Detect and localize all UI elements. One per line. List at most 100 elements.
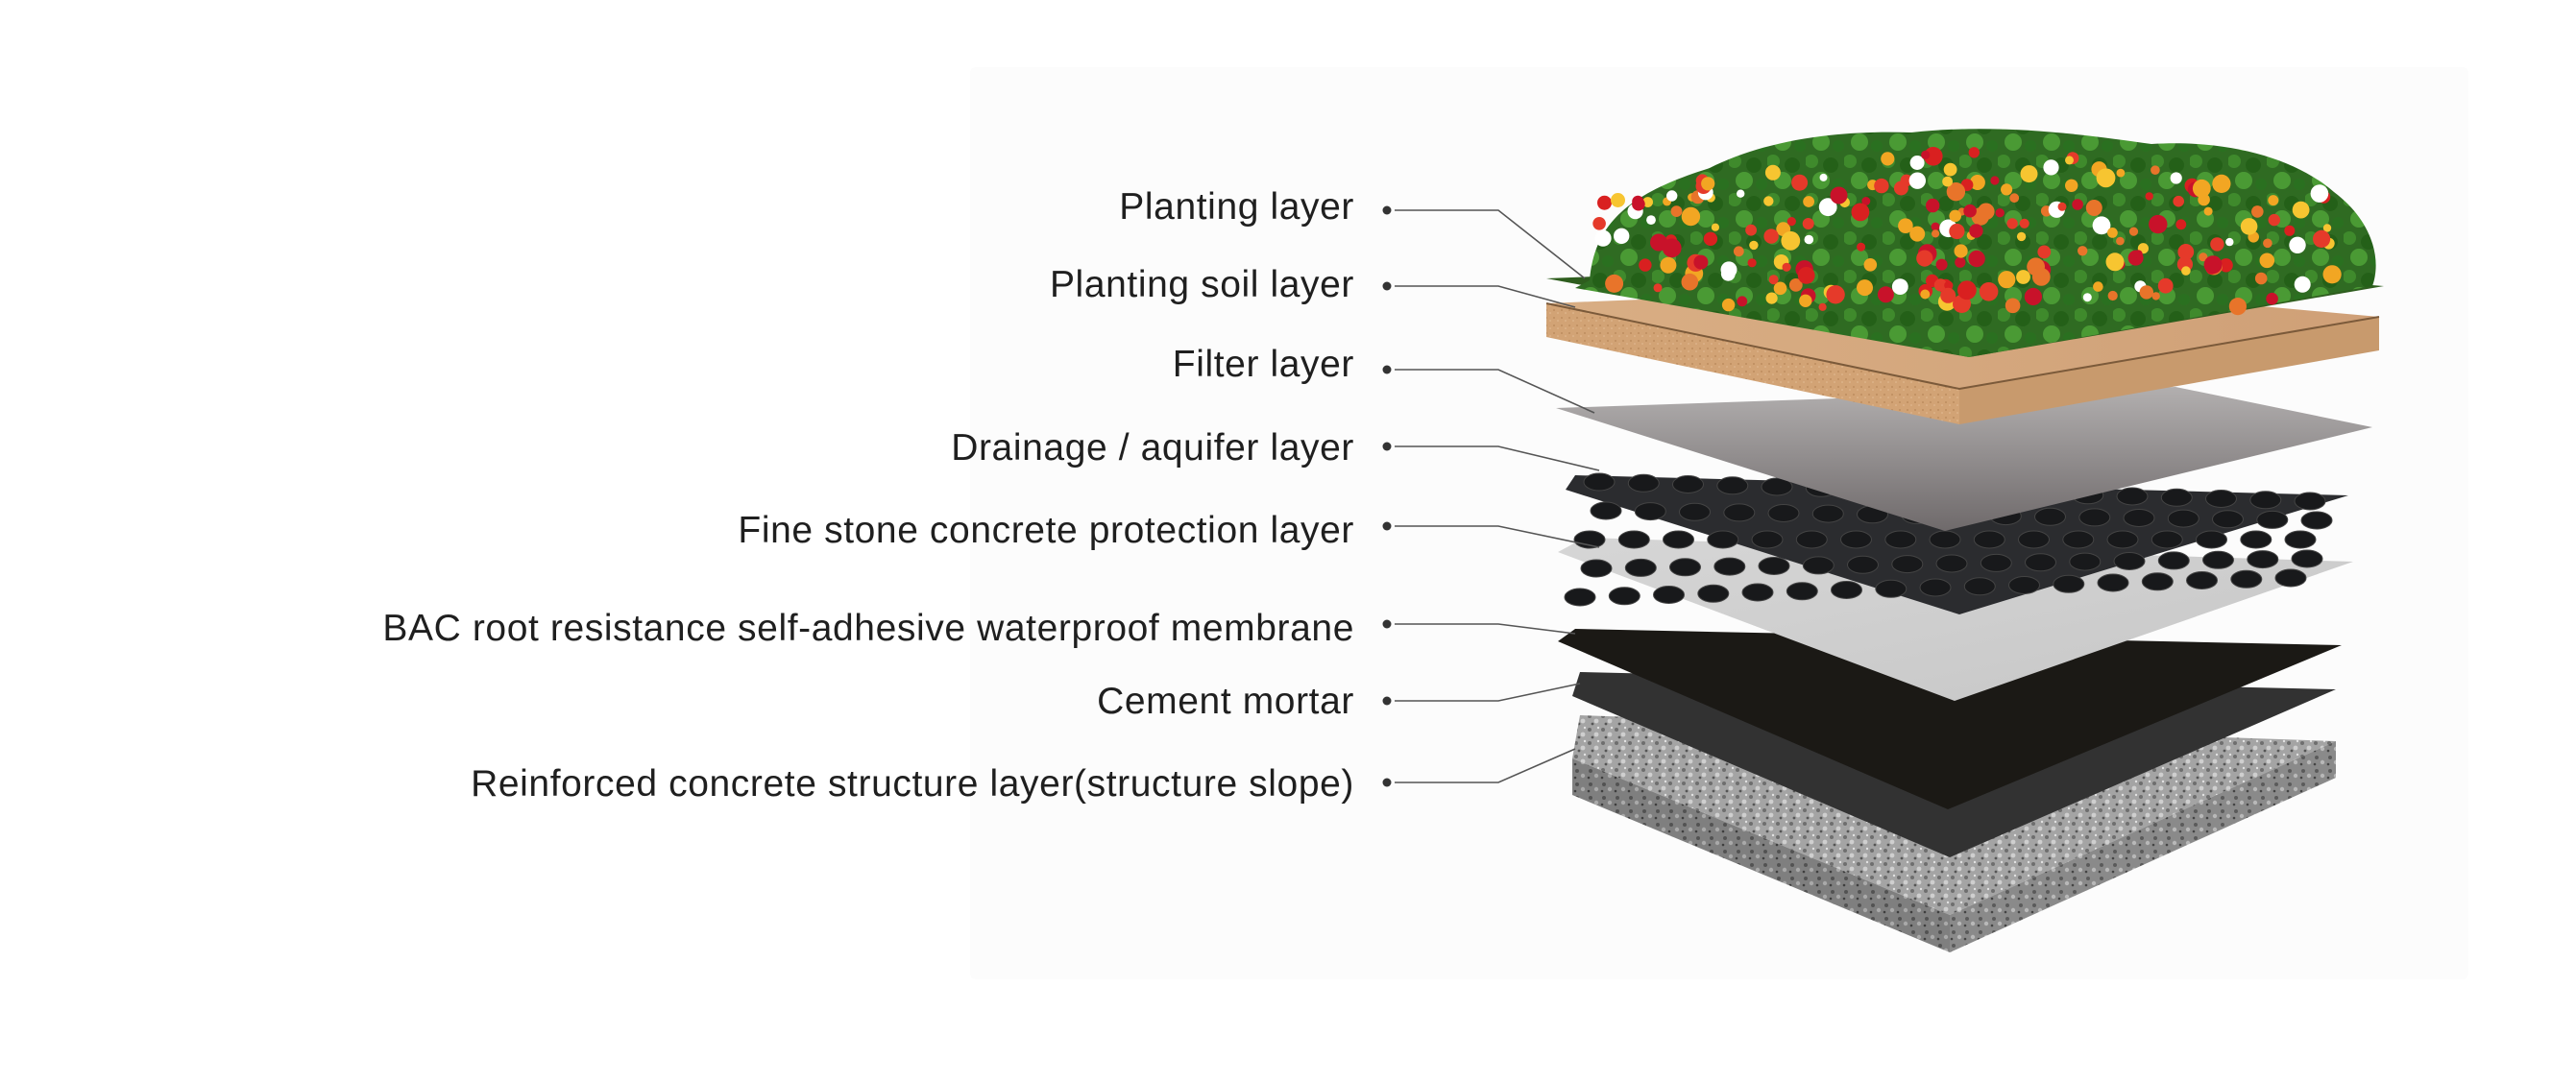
flower bbox=[2175, 219, 2187, 230]
flower bbox=[1877, 286, 1894, 303]
drainage-dimple bbox=[2097, 573, 2129, 592]
drainage-dimple bbox=[1653, 586, 1685, 604]
flower bbox=[1660, 256, 1677, 274]
flower bbox=[1857, 242, 1866, 252]
flower bbox=[2322, 224, 2332, 232]
flower bbox=[2228, 298, 2247, 316]
flower bbox=[2219, 258, 2233, 273]
leader-dot-structure bbox=[1382, 778, 1392, 787]
flower bbox=[1909, 227, 1921, 238]
leader-line-mortar bbox=[1395, 683, 1581, 702]
leader-dot-soil bbox=[1382, 281, 1392, 291]
drainage-dimple bbox=[2205, 490, 2237, 508]
flower bbox=[2313, 229, 2331, 248]
flower bbox=[2093, 281, 2103, 292]
flower bbox=[1931, 222, 1940, 231]
drainage-dimple bbox=[1679, 502, 1711, 521]
label-planting-layer: Planting layer bbox=[1119, 186, 1354, 228]
flower bbox=[1642, 197, 1653, 207]
flower bbox=[2310, 184, 2329, 203]
drainage-dimple bbox=[1935, 554, 1968, 573]
flower bbox=[2096, 168, 2116, 188]
flower bbox=[1949, 223, 1965, 240]
drainage-dimple bbox=[2018, 530, 2050, 549]
flower bbox=[2107, 290, 2118, 301]
drainage-dimple bbox=[2249, 491, 2282, 510]
drainage-dimple bbox=[2069, 552, 2102, 571]
flower bbox=[1963, 204, 1977, 218]
flower bbox=[1851, 203, 1870, 222]
flower bbox=[2116, 168, 2126, 178]
flower bbox=[2149, 214, 2168, 234]
flower bbox=[1786, 217, 1796, 227]
flower bbox=[1666, 190, 1678, 202]
leader-dot-membrane bbox=[1382, 619, 1392, 629]
drainage-dimple bbox=[1590, 501, 1622, 520]
drainage-dimple bbox=[2274, 568, 2307, 588]
flower bbox=[2225, 237, 2234, 247]
drainage-dimple bbox=[1707, 530, 1739, 549]
planting-layer-vegetation bbox=[1546, 129, 2384, 357]
label-filter-layer: Filter layer bbox=[1172, 344, 1354, 385]
flower bbox=[1662, 238, 1682, 258]
drainage-dimple bbox=[1634, 502, 1666, 521]
flower bbox=[2006, 218, 2018, 229]
drainage-dimple bbox=[1723, 503, 1756, 522]
drainage-dimple bbox=[1840, 530, 1872, 549]
leader-dot-drainage bbox=[1382, 442, 1392, 451]
flower bbox=[1924, 147, 1943, 166]
drainage-dimple bbox=[1919, 578, 1952, 597]
label-concrete-structure-layer: Reinforced concrete structure layer(stru… bbox=[471, 763, 1354, 805]
flower bbox=[1943, 162, 1957, 177]
flower bbox=[1721, 298, 1736, 312]
drainage-dimple bbox=[1580, 559, 1613, 578]
flower bbox=[2240, 218, 2258, 235]
flower bbox=[1791, 174, 1809, 191]
label-cement-mortar: Cement mortar bbox=[1097, 681, 1354, 722]
flower bbox=[2259, 252, 2275, 269]
flower bbox=[1763, 196, 1774, 206]
label-planting-soil-layer: Planting soil layer bbox=[1049, 264, 1354, 305]
leader-line-soil bbox=[1395, 285, 1576, 308]
drainage-dimple bbox=[1795, 530, 1828, 549]
flower bbox=[1954, 244, 1968, 258]
flower bbox=[1861, 197, 1871, 205]
flower bbox=[1733, 246, 1744, 257]
flower bbox=[2199, 252, 2208, 262]
flower bbox=[1745, 224, 1757, 236]
flower bbox=[1830, 186, 1848, 204]
flower bbox=[2294, 276, 2311, 293]
flower bbox=[1909, 156, 1925, 170]
flower bbox=[1763, 228, 1779, 244]
drainage-dimple bbox=[1672, 475, 1704, 493]
flower bbox=[1898, 218, 1913, 233]
drainage-dimple bbox=[2034, 507, 2066, 526]
drainage-dimple bbox=[2008, 576, 2040, 594]
drainage-dimple bbox=[1884, 530, 1917, 549]
flower bbox=[1670, 205, 1683, 218]
drainage-dimple bbox=[2230, 569, 2263, 589]
flower bbox=[1605, 274, 1624, 293]
flower bbox=[1818, 198, 1837, 217]
flower bbox=[1968, 250, 1985, 268]
drainage-dimple bbox=[1963, 577, 1996, 596]
flower bbox=[2203, 206, 2213, 216]
flower bbox=[1920, 289, 1931, 300]
flower bbox=[2065, 179, 2078, 192]
flower bbox=[1969, 224, 1983, 238]
drainage-dimple bbox=[1875, 579, 1908, 598]
drainage-dimple bbox=[2167, 509, 2199, 528]
drainage-dimple bbox=[1716, 476, 1749, 495]
flower bbox=[1768, 275, 1779, 285]
leader-line-structure bbox=[1395, 748, 1576, 783]
flower bbox=[1594, 229, 1612, 247]
drainage-dimple bbox=[1713, 557, 1746, 576]
flower bbox=[2016, 270, 2030, 284]
flower bbox=[1940, 287, 1956, 303]
flower bbox=[2203, 255, 2223, 275]
drainage-dimple bbox=[1831, 581, 1862, 599]
drainage-dimple bbox=[2160, 488, 2193, 507]
drainage-dimple bbox=[1929, 530, 1961, 549]
drainage-dimple bbox=[1891, 555, 1924, 574]
flower bbox=[1781, 230, 1801, 251]
